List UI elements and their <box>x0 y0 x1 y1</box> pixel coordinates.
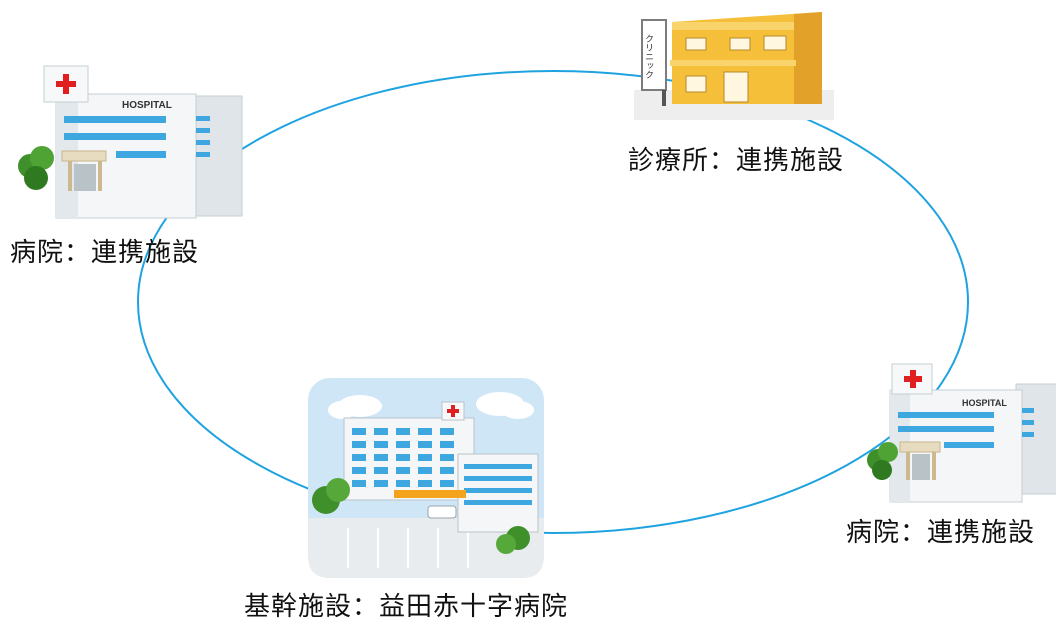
clinic-sign: クリニック <box>643 34 654 79</box>
hospital-sign: HOSPITAL <box>122 100 172 111</box>
clinic-illustration: クリニック <box>634 12 834 120</box>
core-facility-label: 基幹施設：益田赤十字病院 <box>244 592 569 622</box>
hospital-sign: HOSPITAL <box>962 398 1007 408</box>
hospital-left-illustration: HOSPITAL <box>18 65 243 219</box>
hospital-right-label: 病院：連携施設 <box>846 518 1036 548</box>
clinic-label: 診療所：連携施設 <box>628 146 845 176</box>
connection-ring <box>137 70 969 534</box>
hospital-right-illustration: HOSPITAL <box>867 363 1056 503</box>
hospital-left-label: 病院：連携施設 <box>10 238 200 268</box>
core-hospital-illustration <box>308 378 544 578</box>
